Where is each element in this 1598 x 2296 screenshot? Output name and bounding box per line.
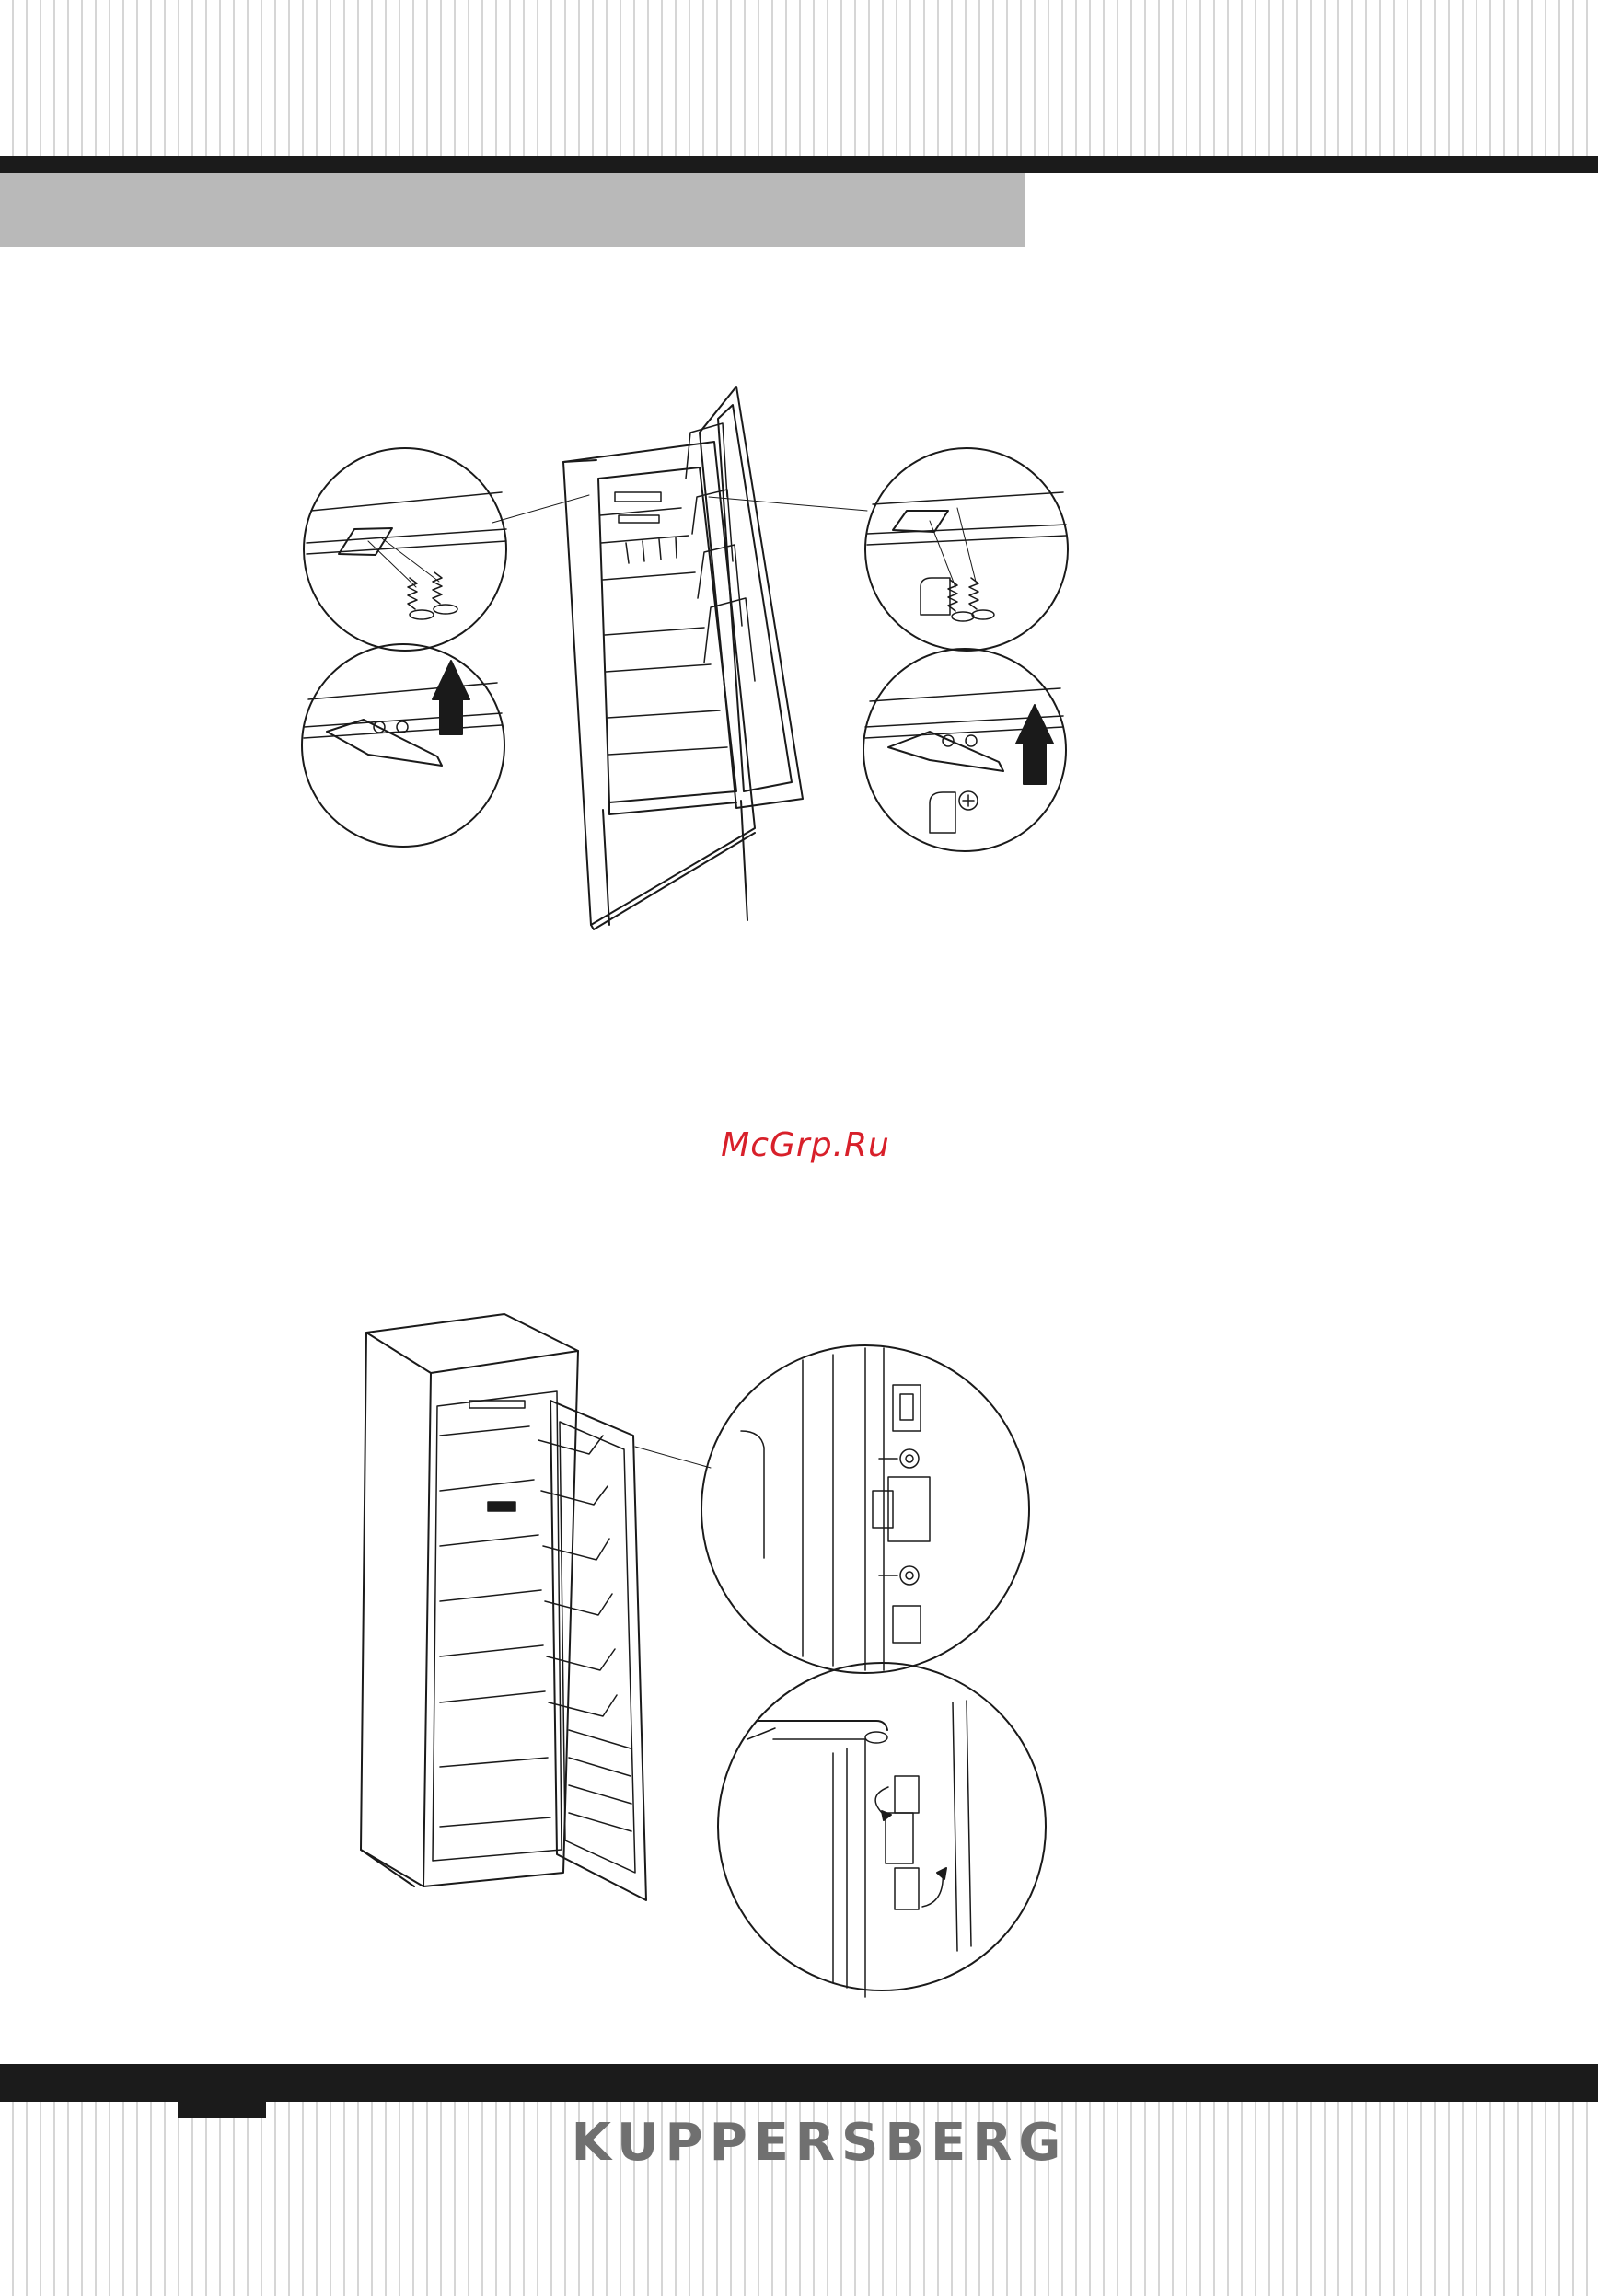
detail-screws-top-right	[865, 448, 1068, 651]
header-bar	[0, 156, 1598, 173]
header-stripes	[0, 0, 1598, 156]
detail-screws-top-left	[304, 448, 506, 651]
footer-bar	[0, 2064, 1598, 2102]
watermark: McGrp.Ru	[644, 1126, 967, 1164]
appliance-cabinet-door-open	[563, 387, 803, 929]
figure-2	[0, 1288, 1598, 2006]
detail-door-hinge-screws	[701, 1345, 1029, 1673]
detail-door-hinge-rotate	[718, 1663, 1046, 1997]
detail-bracket-lift-right	[863, 649, 1066, 851]
brand-logo: KUPPERSBERG	[460, 2113, 1178, 2173]
detail-bracket-lift-left	[302, 644, 504, 847]
section-title-band	[0, 173, 1025, 247]
page-tab	[178, 2102, 266, 2118]
refrigerator-door-open	[361, 1314, 646, 1900]
figure-1	[0, 368, 1598, 957]
